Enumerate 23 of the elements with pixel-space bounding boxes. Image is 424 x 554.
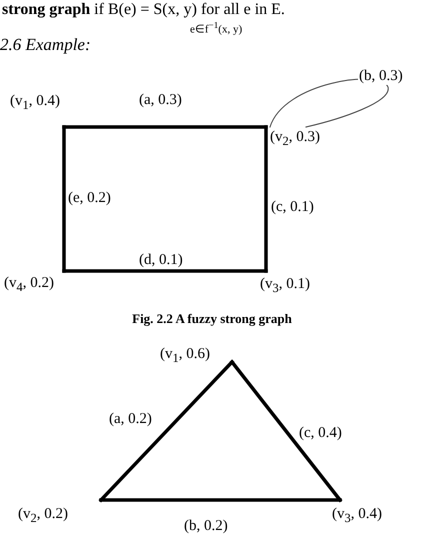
edge-label: (c, 0.4) (298, 425, 343, 442)
definition-text: strong graph if B(e) = S(x, y) for all e in E. (2, 1, 285, 19)
vertex-label: (v$_{1}$, 0.6) (160, 346, 210, 366)
example-heading: 2.6 Example: (0, 36, 91, 55)
edge-label: (c, 0.1) (270, 199, 315, 216)
vertex-label: (v$_{3}$, 0.1) (260, 276, 310, 296)
figure-caption: Fig. 2.2 A fuzzy strong graph (131, 312, 293, 326)
graph-edge (62, 125, 66, 273)
edge-label: (a, 0.2) (108, 411, 153, 428)
vertex-label: (v$_{4}$, 0.2) (4, 275, 54, 295)
vertex-label: (v$_{3}$, 0.4) (332, 506, 382, 526)
edge-label: (e, 0.2) (67, 190, 112, 206)
vertex-label: (v$_{1}$, 0.4) (10, 93, 60, 113)
graph-edge (230, 360, 342, 502)
vertex-label: (v$_{2}$, 0.3) (270, 129, 320, 149)
vertex-label: (v$_{2}$, 0.2) (18, 506, 68, 526)
edge-label: (d, 0.1) (138, 252, 184, 268)
edge-label: (b, 0.3) (358, 68, 404, 84)
graph-edge (99, 498, 342, 502)
edge-label: (b, 0.2) (183, 518, 229, 534)
edge-label: (a, 0.3) (138, 92, 183, 108)
graph-edge (99, 360, 234, 502)
formula-subscript: e∈f$^{−1}$(x, y) (190, 20, 242, 36)
